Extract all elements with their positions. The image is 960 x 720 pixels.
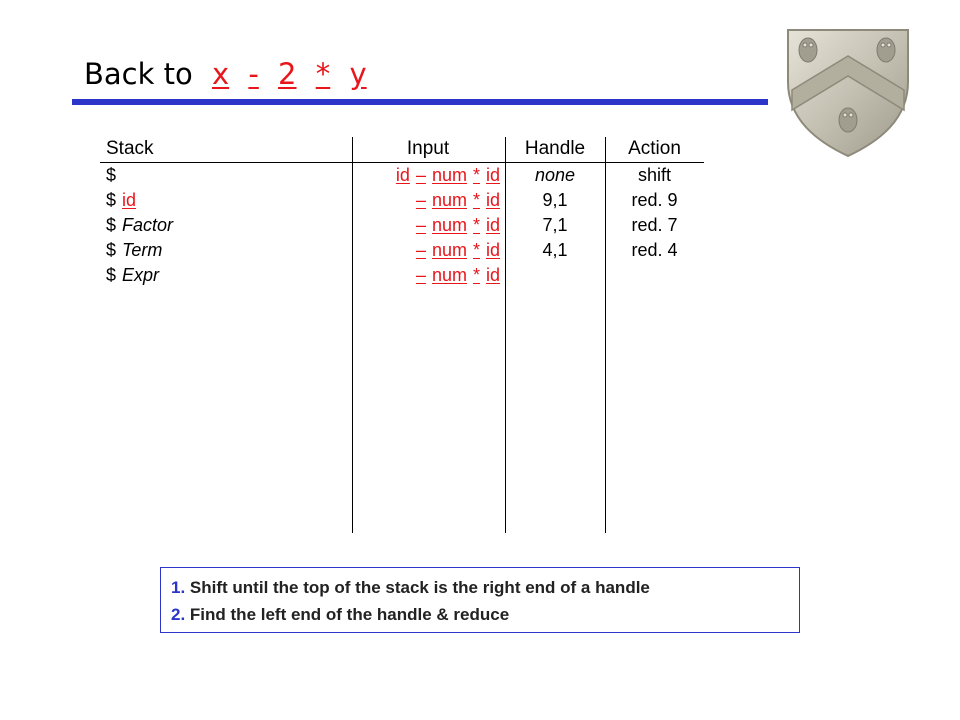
input-token: – — [415, 165, 426, 185]
header-action: Action — [628, 138, 681, 159]
table-row-handle: 9,1 — [542, 190, 568, 210]
table-row-stack: $id — [106, 188, 351, 213]
table-header-rule — [100, 162, 704, 163]
input-token: id — [395, 165, 410, 185]
note-line-1: 1. Shift until the top of the stack is t… — [171, 574, 789, 601]
column-divider-stack-input — [352, 137, 353, 533]
table-row-handle: 4,1 — [542, 240, 568, 260]
input-token: num — [431, 215, 467, 235]
stack-symbol: Term — [122, 240, 163, 260]
slide-title: Back to x - 2 * y — [84, 52, 367, 96]
title-token-times: * — [315, 57, 331, 91]
input-token: – — [415, 265, 426, 285]
title-prefix: Back to — [84, 57, 193, 91]
table-row-action: red. 7 — [631, 215, 678, 235]
input-token: * — [472, 265, 480, 285]
input-token: * — [472, 165, 480, 185]
table-row-handle — [507, 263, 603, 288]
university-crest-icon — [787, 29, 909, 158]
note-number: 2. — [171, 605, 186, 624]
input-token: – — [415, 240, 426, 260]
column-divider-input-handle — [505, 137, 506, 533]
input-token: * — [472, 240, 480, 260]
input-token: num — [431, 240, 467, 260]
note-text: Find the left end of the handle & reduce — [189, 605, 510, 624]
input-token: id — [485, 265, 500, 285]
table-row-input: –num*id — [356, 188, 500, 213]
title-token-2: 2 — [278, 57, 297, 91]
column-divider-handle-action — [605, 137, 606, 533]
table-row-stack: $ — [106, 163, 351, 188]
table-row-stack: $Expr — [106, 263, 351, 288]
table-row-stack: $Term — [106, 238, 351, 263]
table-row-action: red. 4 — [631, 240, 678, 260]
title-token-x: x — [211, 57, 230, 91]
table-row-input: –num*id — [356, 213, 500, 238]
input-token: id — [485, 215, 500, 235]
algorithm-note-box: 1. Shift until the top of the stack is t… — [160, 567, 800, 633]
input-token: num — [431, 165, 467, 185]
note-text: Shift until the top of the stack is the … — [189, 578, 650, 597]
title-token-minus: - — [248, 57, 259, 91]
input-token: num — [431, 265, 467, 285]
stack-dollar: $ — [106, 240, 117, 260]
table-row-input: –num*id — [356, 238, 500, 263]
stack-dollar: $ — [106, 190, 117, 210]
note-number: 1. — [171, 578, 186, 597]
note-line-2: 2. Find the left end of the handle & red… — [171, 601, 789, 628]
header-handle: Handle — [524, 138, 586, 159]
input-token: id — [485, 240, 500, 260]
table-row-input: id–num*id — [356, 163, 500, 188]
input-token: – — [415, 215, 426, 235]
title-token-y: y — [349, 57, 367, 91]
table-row-action: red. 9 — [631, 190, 678, 210]
stack-dollar: $ — [106, 215, 117, 235]
table-row-action — [607, 263, 702, 288]
table-row-stack: $Factor — [106, 213, 351, 238]
input-token: num — [431, 190, 467, 210]
stack-symbol: id — [122, 190, 137, 210]
stack-symbol: Expr — [122, 265, 160, 285]
header-input: Input — [406, 138, 450, 159]
table-row-handle: none — [534, 165, 576, 185]
table-row-handle: 7,1 — [542, 215, 568, 235]
input-token: – — [415, 190, 426, 210]
header-stack: Stack — [106, 138, 154, 159]
table-row-action: shift — [637, 165, 671, 185]
stack-symbol: Factor — [122, 215, 174, 235]
input-token: id — [485, 190, 500, 210]
stack-dollar: $ — [106, 265, 117, 285]
input-token: * — [472, 190, 480, 210]
stack-dollar: $ — [106, 165, 117, 185]
table-row-input: –num*id — [356, 263, 500, 288]
input-token: * — [472, 215, 480, 235]
title-underline-rule — [72, 99, 768, 105]
input-token: id — [485, 165, 500, 185]
